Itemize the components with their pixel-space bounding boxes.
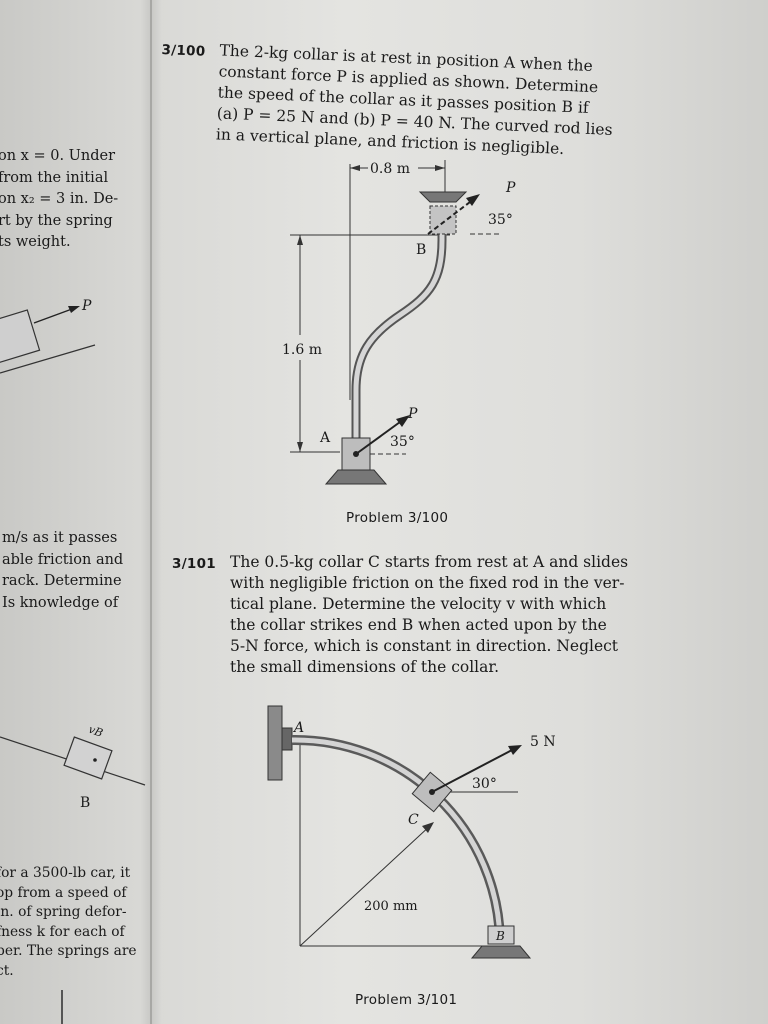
caption-problem-3-100: Problem 3/100 — [346, 510, 449, 526]
bottom-support — [470, 945, 532, 959]
page-edge-mark — [61, 990, 63, 1024]
point-c-label: C — [408, 812, 419, 828]
problem-line: the small dimensions of the collar. — [230, 658, 499, 676]
left-text-block-3: for a 3500-lb car, it op from a speed of… — [0, 864, 137, 981]
left-figure-incline: P — [0, 298, 96, 374]
bottom-support — [324, 469, 388, 485]
angle-bottom-label: 35° — [390, 434, 415, 450]
force-p-top-label: P — [505, 180, 516, 196]
block-shape — [63, 736, 113, 780]
left-line: op from a speed of — [0, 884, 127, 901]
left-line: from the initial — [0, 169, 109, 186]
point-a-label: A — [292, 720, 304, 736]
problem-line: with negligible friction on the fixed ro… — [230, 574, 625, 592]
left-figure-ramp: vB B — [0, 723, 146, 811]
left-line: Is knowledge of — [2, 594, 119, 611]
problem-line: 5-N force, which is constant in directio… — [230, 637, 619, 655]
left-line: ts weight. — [0, 234, 71, 250]
curved-rod — [351, 208, 447, 448]
left-line: fness k for each of — [0, 923, 125, 940]
problem-line: The 0.5-kg collar C starts from rest at … — [230, 553, 629, 571]
top-support — [418, 191, 468, 203]
left-line: in. of spring defor- — [0, 904, 127, 920]
angle-label: 30° — [472, 776, 497, 792]
collar-b — [429, 205, 457, 235]
force-label: 5 N — [530, 734, 556, 750]
problem-text: The 2-kg collar is at rest in position A… — [216, 40, 616, 161]
problem-line: tical plane. Determine the velocity v wi… — [230, 595, 607, 613]
left-line: on x = 0. Under — [0, 148, 116, 164]
problem-text: The 0.5-kg collar C starts from rest at … — [230, 552, 628, 678]
block-shape — [0, 309, 41, 364]
point-b-label: B — [80, 795, 90, 811]
radius-label: 200 mm — [364, 899, 418, 914]
left-line: on x₂ = 3 in. De- — [0, 191, 119, 207]
point-b-label: B — [416, 242, 426, 258]
problem-line: the collar strikes end B when acted upon… — [230, 616, 607, 634]
velocity-label: vB — [87, 723, 105, 740]
left-text-block-1: on x = 0. Under from the initial on x₂ =… — [0, 146, 118, 254]
point-a-label: A — [319, 430, 331, 446]
page-gutter — [150, 0, 152, 1024]
vertical-dim-label: 1.6 m — [282, 342, 322, 358]
force-p-bottom-label: P — [407, 406, 418, 422]
left-line: able friction and — [2, 551, 124, 568]
problem-number: 3/100 — [161, 41, 206, 60]
left-line: rack. Determine — [2, 573, 122, 589]
wall-support — [267, 705, 283, 781]
force-p-label: P — [81, 298, 92, 314]
left-line: for a 3500-lb car, it — [0, 865, 131, 881]
left-line: ct. — [0, 962, 14, 979]
angle-top-label: 35° — [488, 212, 513, 228]
point-b-label: B — [495, 929, 505, 943]
left-line: m/s as it passes — [2, 530, 118, 546]
caption-problem-3-101: Problem 3/101 — [355, 992, 458, 1008]
figure-problem-3-101: A 200 mm C 5 N 30° B — [267, 705, 556, 959]
horizontal-dim-label: 0.8 m — [370, 161, 410, 177]
left-line: rt by the spring — [0, 212, 113, 229]
figure-problem-3-100: 0.8 m 1.6 m B P 35° A P 35° — [282, 160, 516, 485]
left-line: ber. The springs are — [0, 943, 137, 959]
problem-number: 3/101 — [172, 556, 217, 572]
left-text-block-2: m/s as it passes able friction and rack.… — [2, 528, 123, 614]
